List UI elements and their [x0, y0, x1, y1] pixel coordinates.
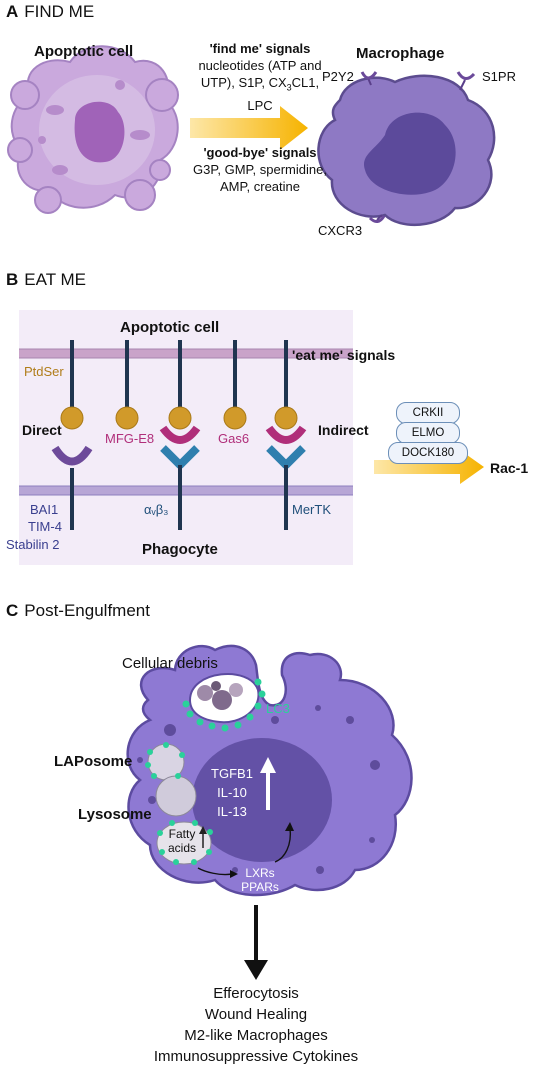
panel-b-title-text: EAT ME [24, 270, 86, 289]
good-bye-heading: 'good-bye' signals [203, 145, 317, 160]
outcome-m2-macrophages: M2-like Macrophages [184, 1027, 328, 1044]
tim4-label: TIM-4 [28, 519, 62, 534]
cellular-debris-label: Cellular debris [122, 655, 218, 672]
cytokine-il10: IL-10 [217, 785, 247, 800]
find-me-line-1: nucleotides (ATP and [198, 58, 322, 73]
receptor-p2y2: P2Y2 [322, 69, 354, 84]
elmo-pill: ELMO [396, 422, 460, 444]
indirect-label: Indirect [318, 422, 369, 438]
post-engulfment-macrophage [126, 644, 413, 897]
mertk-label: MerTK [292, 502, 331, 517]
good-bye-line-2: AMP, creatine [220, 179, 300, 194]
panel-a-title-text: FIND ME [24, 2, 95, 21]
find-me-signals-block: 'find me' signals nucleotides (ATP and U… [176, 40, 344, 114]
rac1-arrow [374, 450, 484, 484]
crkii-pill: CRKII [396, 402, 460, 424]
fatty-acids-label: Fatty acids [160, 827, 204, 855]
macrophage-illustration [317, 71, 496, 227]
fatty-acids-line-1: Fatty [168, 827, 196, 841]
lc3-label: LC3 [266, 701, 290, 716]
lxrs-label: LXRs [245, 866, 275, 880]
find-me-arrow [190, 106, 308, 150]
find-me-line-2: UTP), S1P, CX3CL1, [200, 75, 320, 93]
dock180-pill: DOCK180 [388, 442, 468, 464]
macrophage-label: Macrophage [356, 45, 445, 62]
panel-b-letter: B [6, 270, 19, 289]
ppars-label: PPARs [241, 880, 279, 894]
ptdser-label: PtdSer [24, 364, 64, 379]
mfge8-label: MFG-E8 [105, 431, 155, 446]
apoptotic-cell-label-b: Apoptotic cell [120, 319, 220, 336]
phagocyte-label: Phagocyte [142, 541, 218, 558]
panel-c-title-text: Post-Engulfment [24, 601, 150, 620]
cytokine-tgfb1: TGFB1 [211, 766, 253, 781]
outcome-efferocytosis: Efferocytosis [213, 985, 299, 1002]
lysosome-label: Lysosome [78, 806, 152, 823]
cytokine-il13: IL-13 [217, 804, 247, 819]
bai1-label: BAI1 [30, 502, 59, 517]
panel-a-title: A FIND ME [6, 2, 94, 22]
rac1-label: Rac-1 [490, 460, 529, 476]
find-me-line-3: LPC [247, 97, 273, 113]
nuclear-receptors: LXRs PPARs [232, 866, 288, 894]
laposome-label: LAPosome [54, 753, 133, 770]
outcome-wound-healing: Wound Healing [204, 1006, 308, 1023]
apoptotic-cell-label-a: Apoptotic cell [34, 43, 134, 60]
outcomes-list: Efferocytosis Wound Healing M2-like Macr… [136, 983, 376, 1067]
cytokine-list: TGFB1 IL-10 IL-13 [207, 764, 257, 821]
apoptotic-cell-illustration [7, 45, 179, 214]
stabilin2-label: Stabilin 2 [6, 537, 60, 552]
receptor-cxcr3: CXCR3 [318, 223, 363, 238]
fatty-acids-line-2: acids [167, 841, 196, 855]
direct-label: Direct [22, 422, 62, 438]
gas6-label: Gas6 [218, 431, 250, 446]
find-me-heading: 'find me' signals [209, 41, 311, 56]
eat-me-signals-label: 'eat me' signals [292, 347, 396, 363]
good-bye-signals-block: 'good-bye' signals G3P, GMP, spermidine,… [176, 144, 344, 195]
good-bye-line-1: G3P, GMP, spermidine, [193, 162, 327, 177]
panel-c-letter: C [6, 601, 19, 620]
receptor-s1pr: S1PR [482, 69, 516, 84]
integrin-label: αᵥβ₃ [144, 502, 169, 517]
panel-a-letter: A [6, 2, 19, 21]
panel-b-title: B EAT ME [6, 270, 86, 290]
panel-c-title: C Post-Engulfment [6, 601, 150, 621]
outcome-immunosuppressive-cytokines: Immunosuppressive Cytokines [153, 1048, 359, 1065]
